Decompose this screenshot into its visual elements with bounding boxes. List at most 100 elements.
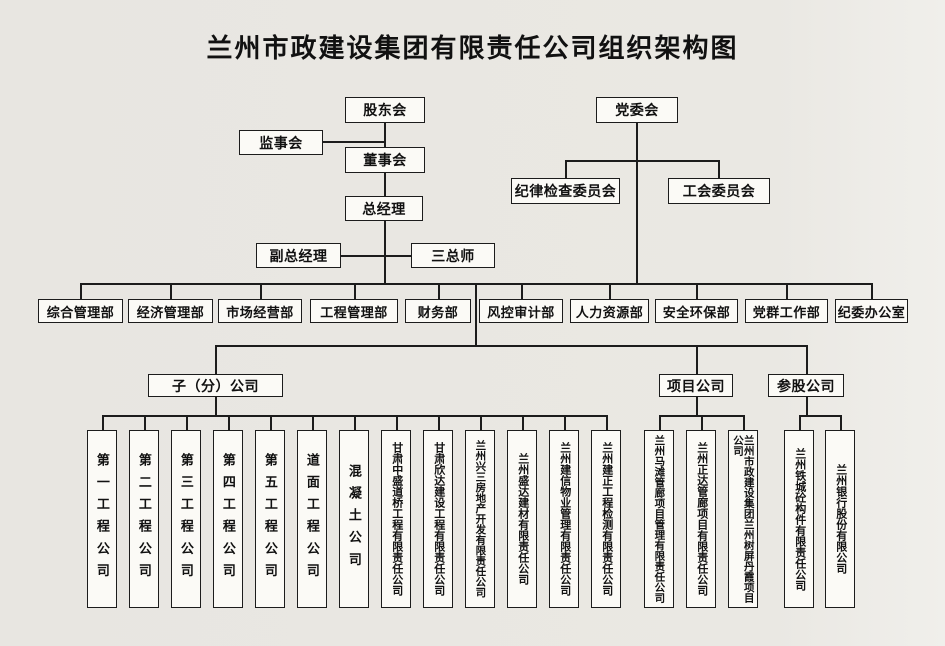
connector-line	[438, 415, 440, 430]
connector-line	[480, 415, 482, 430]
connector-line	[341, 255, 411, 257]
company-name: 兰州兴三房地产开发有限责任公司	[474, 440, 487, 598]
connector-line	[384, 173, 386, 196]
three-chief-engineers-box: 三总师	[411, 243, 495, 268]
connector-line	[636, 123, 638, 283]
company-name: 兰州建信物业管理有限责任公司	[558, 442, 571, 596]
subsidiary-box: 兰州建信物业管理有限责任公司	[549, 430, 579, 608]
department-box: 安全环保部	[655, 299, 738, 323]
connector-line	[799, 415, 840, 417]
subsidiary-box: 甘肃欣达建设工程有限责任公司	[423, 430, 453, 608]
board-of-directors-box: 董事会	[345, 147, 425, 173]
connector-line	[609, 283, 611, 299]
connector-line	[384, 221, 386, 283]
connector-line	[80, 283, 82, 299]
connector-line	[270, 415, 272, 430]
connector-line	[475, 283, 477, 345]
connector-line	[701, 415, 703, 430]
connector-line	[521, 283, 523, 299]
project-company-box: 兰州正达管廊项目有限责任公司	[686, 430, 716, 608]
subsidiary-box: 兰州盛达建材有限责任公司	[507, 430, 537, 608]
project-companies-group-box: 项目公司	[659, 374, 733, 397]
company-name: 第二工程公司	[136, 452, 152, 586]
connector-line	[696, 397, 698, 415]
company-name: 甘肃欣达建设工程有限责任公司	[432, 442, 445, 596]
company-name: 兰州盛达建材有限责任公司	[516, 453, 529, 585]
project-company-box: 兰州马滩管廊项目管理有限责任公司	[644, 430, 674, 608]
subsidiary-box: 混凝土公司	[339, 430, 369, 608]
connector-line	[799, 415, 801, 430]
subsidiary-box: 兰州建正工程检测有限责任公司	[591, 430, 621, 608]
page-title: 兰州市政建设集团有限责任公司组织架构图	[206, 33, 739, 63]
subsidiary-box: 第二工程公司	[129, 430, 159, 608]
connector-line	[743, 415, 745, 430]
department-box: 风控审计部	[479, 299, 563, 323]
equity-company-box: 兰州铁城砼构件有限责任公司	[784, 430, 814, 608]
department-box: 综合管理部	[38, 299, 123, 323]
subsidiary-box: 第五工程公司	[255, 430, 285, 608]
connector-line	[102, 415, 104, 430]
connector-line	[438, 283, 440, 299]
connector-line	[840, 415, 842, 430]
connector-line	[215, 345, 217, 374]
connector-line	[565, 160, 567, 178]
equity-company-box: 兰州银行股份有限公司	[825, 430, 855, 608]
connector-line	[718, 160, 720, 178]
department-box: 经济管理部	[128, 299, 213, 323]
connector-line	[215, 397, 217, 415]
company-name: 兰州银行股份有限公司	[834, 464, 847, 574]
discipline-inspection-committee-box: 纪律检查委员会	[511, 178, 620, 204]
subsidiary-box: 道面工程公司	[297, 430, 327, 608]
department-box: 纪委办公室	[835, 299, 908, 323]
company-name: 兰州正达管廊项目有限责任公司	[695, 442, 708, 596]
connector-line	[260, 283, 262, 299]
subsidiary-box: 第一工程公司	[87, 430, 117, 608]
company-name: 第一工程公司	[94, 452, 110, 586]
company-name: 第四工程公司	[220, 452, 236, 586]
connector-line	[871, 283, 873, 299]
project-company-box: 兰州市政建设集团兰州树屏丹霞项目公司	[728, 430, 758, 608]
connector-line	[806, 345, 808, 374]
subsidiary-box: 第四工程公司	[213, 430, 243, 608]
equity-companies-group-box: 参股公司	[768, 374, 844, 397]
connector-line	[786, 283, 788, 299]
department-box: 市场经营部	[218, 299, 302, 323]
subsidiary-box: 甘肃中盛道桥工程有限责任公司	[381, 430, 411, 608]
labor-union-committee-box: 工会委员会	[668, 178, 770, 204]
connector-line	[186, 415, 188, 430]
subsidiary-box: 第三工程公司	[171, 430, 201, 608]
connector-line	[144, 415, 146, 430]
company-name: 第五工程公司	[262, 452, 278, 586]
connector-line	[565, 160, 718, 162]
connector-line	[806, 397, 808, 415]
company-name: 兰州市政建设集团兰州树屏丹霞项目公司	[732, 435, 755, 603]
connector-line	[696, 345, 698, 374]
subsidiary-box: 兰州兴三房地产开发有限责任公司	[465, 430, 495, 608]
supervisory-board-box: 监事会	[239, 130, 323, 155]
connector-line	[696, 283, 698, 299]
company-name: 混凝土公司	[346, 463, 362, 575]
department-box: 工程管理部	[310, 299, 398, 323]
deputy-general-manager-box: 副总经理	[256, 243, 341, 268]
connector-line	[312, 415, 314, 430]
connector-line	[606, 415, 608, 430]
company-name: 甘肃中盛道桥工程有限责任公司	[390, 442, 403, 596]
company-name: 兰州马滩管廊项目管理有限责任公司	[653, 435, 666, 603]
department-box: 人力资源部	[570, 299, 649, 323]
connector-line	[384, 123, 386, 147]
connector-line	[215, 345, 806, 347]
connector-line	[354, 415, 356, 430]
department-box: 财务部	[405, 299, 471, 323]
connector-line	[396, 415, 398, 430]
general-manager-box: 总经理	[345, 196, 423, 221]
connector-line	[522, 415, 524, 430]
department-box: 党群工作部	[745, 299, 828, 323]
shareholders-meeting-box: 股东会	[345, 97, 425, 123]
company-name: 兰州建正工程检测有限责任公司	[600, 442, 613, 596]
connector-line	[659, 415, 661, 430]
connector-line	[323, 141, 385, 143]
connector-line	[170, 283, 172, 299]
subsidiaries-group-box: 子（分）公司	[148, 374, 283, 397]
party-committee-box: 党委会	[596, 97, 678, 123]
